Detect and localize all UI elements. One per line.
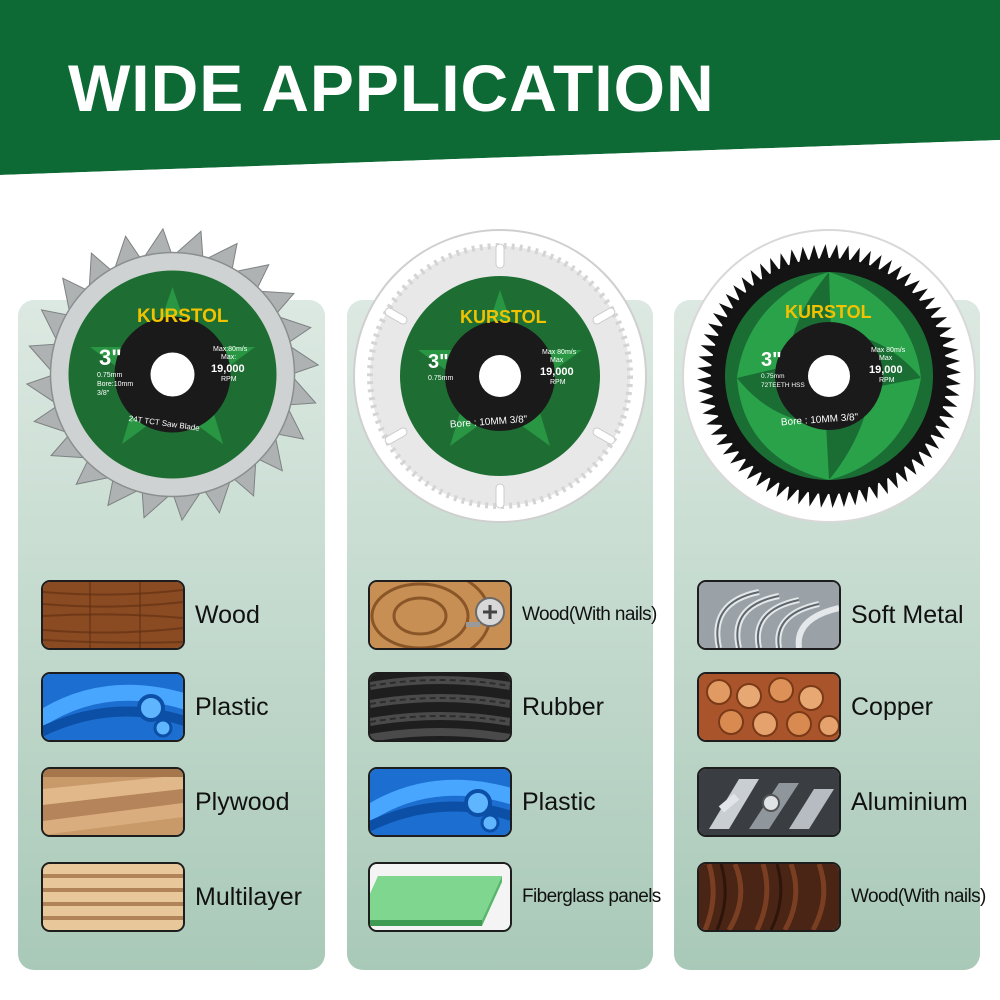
blade-rpm-unit: RPM (221, 376, 237, 383)
fiberglass-panel-icon (368, 862, 512, 932)
dark-wood-icon (697, 862, 841, 932)
blade-spec-left-1: 0.75mm (428, 375, 453, 382)
material-label: Wood (195, 601, 260, 629)
material-label: Wood(With nails) (522, 604, 657, 625)
material-label: Soft Metal (851, 601, 964, 629)
blade-rpm-value: 19,000 (211, 363, 245, 375)
abrasive-blade: KURSTOL 3" 0.75mm Max 80m/s Max 19,000 R… (352, 228, 648, 529)
blade-spec-right-2: Max (879, 355, 893, 362)
blade-spec-left-1: 0.75mm (97, 372, 122, 379)
blade-spec-left-3: 3/8" (97, 390, 110, 397)
blue-plastic-tubes-icon (41, 672, 185, 742)
blade-brand-text: KURSTOL (460, 307, 547, 327)
hss-blade: KURSTOL 3" 0.75mm 72TEETH HSS Max 80m/s … (681, 228, 977, 529)
blade-rpm-value: 19,000 (540, 366, 574, 378)
wood-with-screw-icon (368, 580, 512, 650)
copper-rods-icon (697, 672, 841, 742)
material-label: Aluminium (851, 788, 968, 816)
rubber-tires-icon (368, 672, 512, 742)
blade-size-text: 3" (761, 349, 782, 371)
blade-bore-text: Bore : 10MM 3/8" (450, 414, 528, 430)
blade-rpm-value: 19,000 (869, 364, 903, 376)
blade-brand-text: KURSTOL (137, 306, 229, 327)
aluminium-profiles-icon (697, 767, 841, 837)
tct-saw-blade: KURSTOL 3" 0.75mm Bore:10mm 3/8" Max:80m… (25, 227, 320, 527)
material-label: Plastic (522, 788, 596, 816)
blue-plastic-tubes-icon (368, 767, 512, 837)
material-label: Copper (851, 693, 933, 721)
material-label: Fiberglass panels (522, 886, 661, 907)
header-banner: WIDE APPLICATION (0, 0, 1000, 175)
page-title: WIDE APPLICATION (68, 51, 715, 125)
header-background (0, 0, 1000, 175)
material-label: Multilayer (195, 883, 302, 911)
material-label: Rubber (522, 693, 604, 721)
material-label: Wood(With nails) (851, 886, 986, 907)
blade-rpm-unit: RPM (550, 379, 566, 386)
material-label: Plastic (195, 693, 269, 721)
blade-brand-text: KURSTOL (785, 302, 872, 322)
blade-size-text: 3" (428, 351, 449, 373)
blade-spec-left-2: Bore:10mm (97, 381, 133, 388)
plywood-planks-icon (41, 767, 185, 837)
metal-coil-icon (697, 580, 841, 650)
blade-bore-text: Bore : 10MM 3/8" (781, 412, 859, 428)
blade-spec-right-1: Max 80m/s (542, 349, 577, 356)
blade-spec-left-1: 0.75mm (761, 373, 784, 380)
wood-texture-icon (41, 580, 185, 650)
blade-spec-left-2: 72TEETH HSS (761, 382, 805, 389)
multilayer-board-icon (41, 862, 185, 932)
blade-rpm-unit: RPM (879, 377, 895, 384)
blade-size-text: 3" (99, 345, 122, 370)
material-label: Plywood (195, 788, 290, 816)
blade-spec-right-2: Max (550, 357, 564, 364)
blade-spec-right-2: Max: (221, 354, 236, 361)
blade-spec-right-1: Max:80m/s (213, 346, 248, 353)
blade-spec-right-1: Max 80m/s (871, 347, 906, 354)
